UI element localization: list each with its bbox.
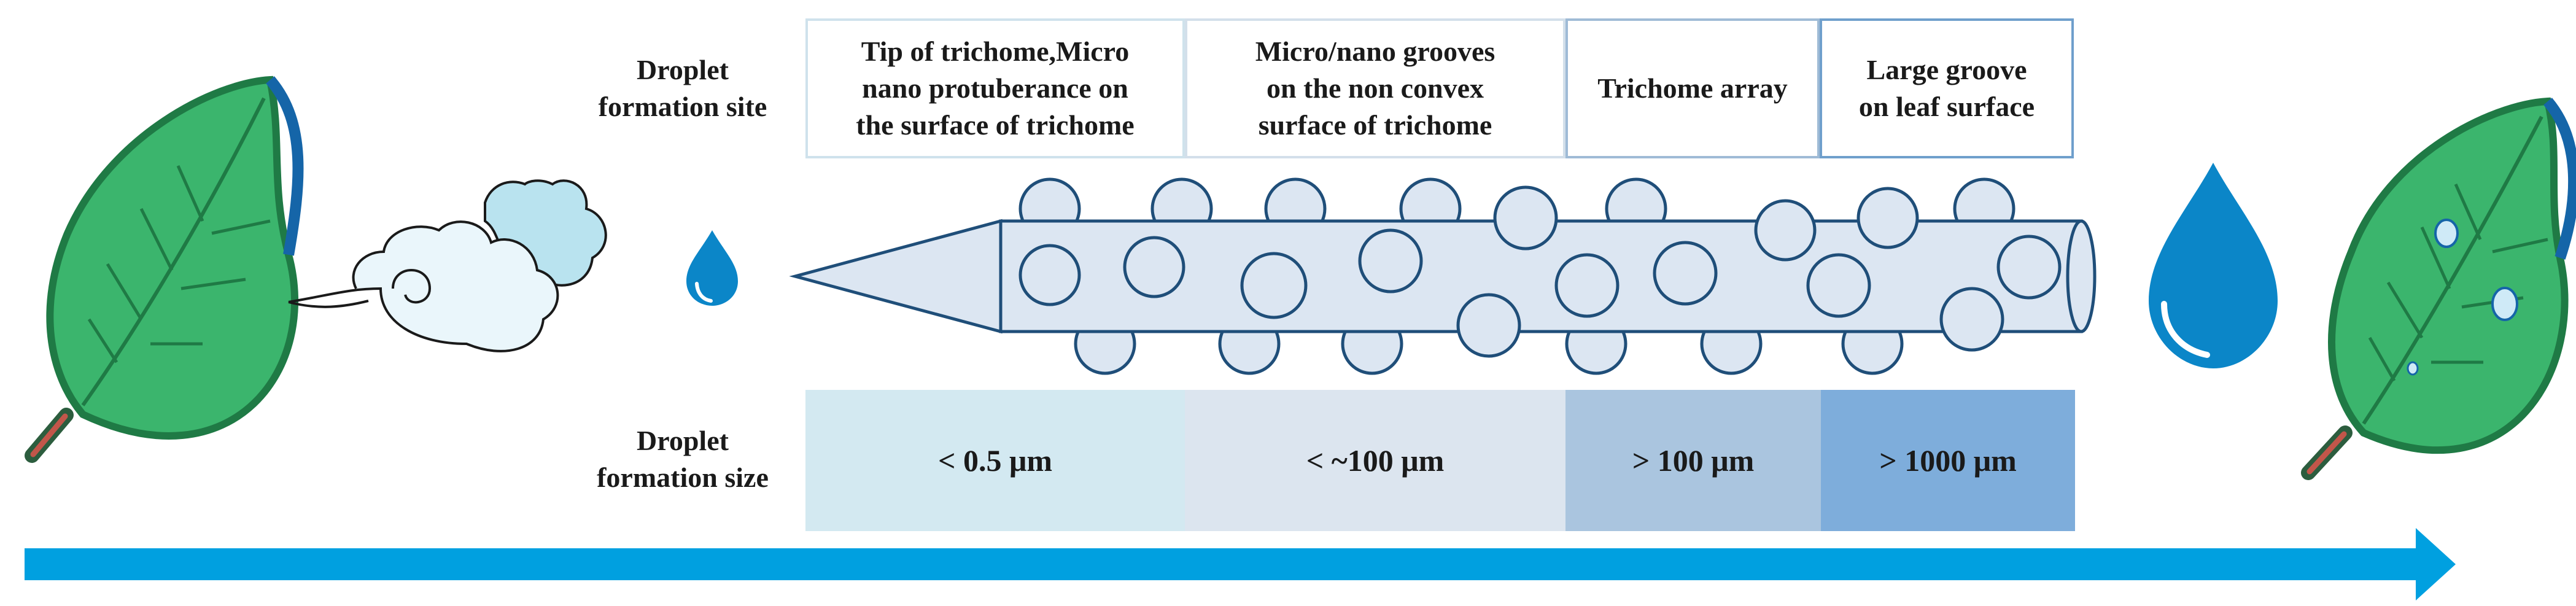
size-cell-leaf-groove: > 1000 μm bbox=[1821, 390, 2075, 531]
wind-cloud-icon bbox=[288, 179, 607, 352]
progress-arrow-icon bbox=[25, 528, 2456, 600]
site-cell-leaf-groove: Large groove on leaf surface bbox=[1820, 18, 2074, 158]
right-leaf-icon bbox=[2301, 97, 2576, 480]
left-leaf-icon bbox=[25, 76, 304, 463]
large-droplet-icon bbox=[2149, 163, 2278, 368]
droplet-size-label: Droplet formation size bbox=[597, 425, 769, 493]
size-cell-array: > 100 μm bbox=[1565, 390, 1821, 531]
size-cell-grooves: < ~100 μm bbox=[1185, 390, 1565, 531]
trichome-icon bbox=[789, 177, 2097, 375]
droplet-site-label: Droplet formation site bbox=[598, 54, 767, 122]
site-cell-tip: Tip of trichome,Micro nano protuberance … bbox=[805, 18, 1185, 158]
size-cell-tip: < 0.5 μm bbox=[805, 390, 1185, 531]
site-cell-array: Trichome array bbox=[1565, 18, 1820, 158]
site-cell-grooves: Micro/nano grooves on the non convex sur… bbox=[1185, 18, 1565, 158]
small-droplet-icon bbox=[686, 230, 738, 306]
